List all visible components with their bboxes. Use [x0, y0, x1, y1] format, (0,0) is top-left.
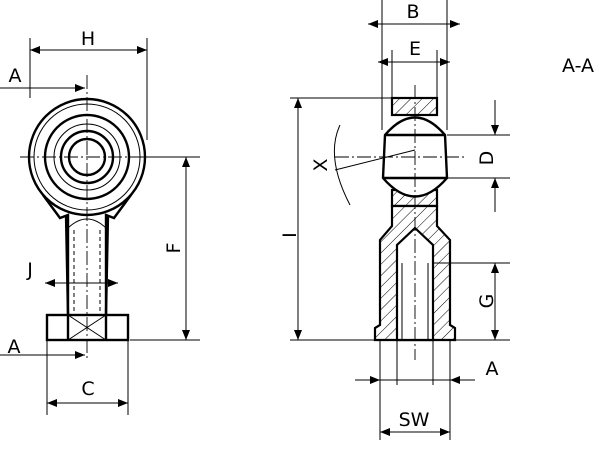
dim-label-SW: SW — [399, 409, 430, 431]
dim-label-F: F — [163, 243, 185, 254]
section-label: A-A — [562, 55, 594, 77]
front-view-dimensions — [0, 38, 200, 415]
dim-label-A-right: A — [486, 358, 499, 380]
dim-label-E: E — [409, 38, 421, 60]
dim-label-C: C — [81, 378, 94, 400]
dim-label-H: H — [81, 28, 95, 50]
section-view-dimensions — [290, 0, 510, 440]
dim-label-A-bottom: A — [8, 336, 21, 358]
dim-label-D: D — [476, 151, 498, 166]
dim-label-J: J — [26, 259, 33, 281]
dim-label-G: G — [476, 294, 498, 309]
dim-label-X: X — [310, 158, 332, 171]
section-view — [335, 85, 465, 360]
dim-label-I: I — [279, 232, 301, 238]
dim-label-A-top: A — [9, 65, 22, 87]
dim-label-B: B — [406, 1, 419, 23]
front-view — [20, 75, 155, 360]
